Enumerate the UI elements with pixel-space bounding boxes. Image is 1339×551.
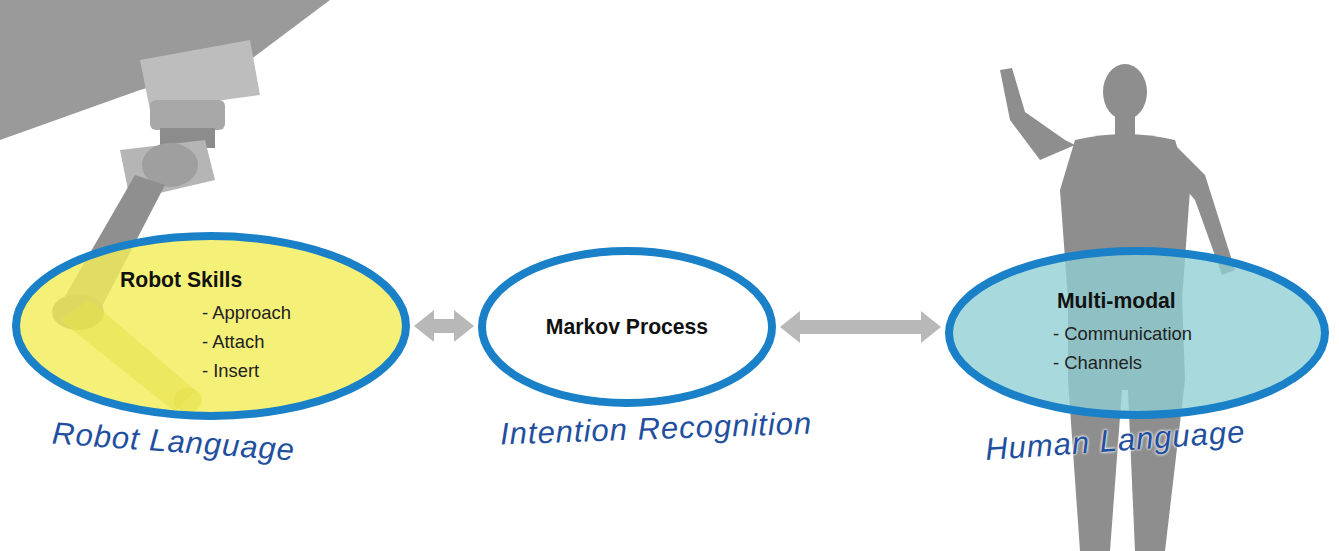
- ellipse-node: Multi-modal- Communication- ChannelsHuma…: [945, 247, 1329, 419]
- double-arrow: [780, 311, 941, 343]
- node-heading: Robot Skills: [120, 268, 410, 292]
- list-item: - Insert: [202, 356, 410, 385]
- node-content: Multi-modal - Communication- Channels: [945, 247, 1329, 419]
- list-item: - Channels: [1053, 348, 1329, 377]
- node-heading: Multi-modal: [1057, 289, 1329, 313]
- ellipse-node: Robot Skills - Approach- Attach- InsertRo…: [12, 232, 410, 420]
- layer-caption: Robot Language: [51, 416, 296, 469]
- node-heading: Markov Process: [478, 315, 776, 339]
- list-item: - Attach: [202, 327, 410, 356]
- list-item: - Approach: [202, 298, 410, 327]
- node-content: Markov Process: [478, 247, 776, 407]
- list-item: - Communication: [1053, 319, 1329, 348]
- double-arrow: [414, 310, 474, 342]
- layer-caption: Intention Recognition: [499, 406, 812, 453]
- ellipse-outline: [12, 232, 410, 420]
- node-content: Robot Skills - Approach- Attach- Insert: [12, 232, 410, 420]
- ellipse-node: Markov ProcessIntention Recognition: [478, 247, 776, 407]
